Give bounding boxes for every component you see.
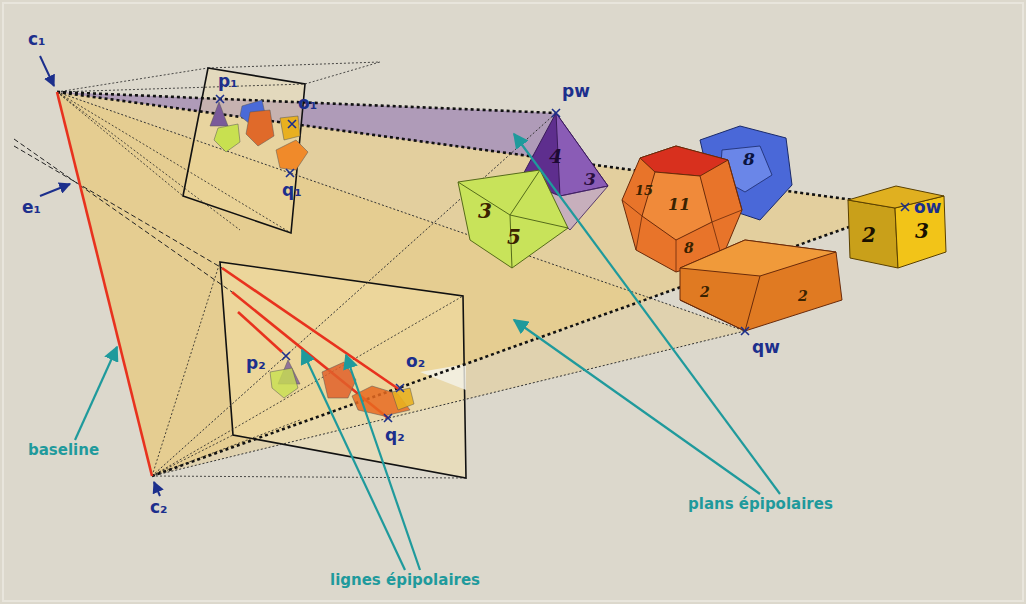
die-number: 3	[915, 220, 929, 243]
point-label: q₁	[282, 181, 302, 201]
annotation-label: baseline	[28, 442, 99, 459]
camera-label: c₂	[150, 498, 168, 518]
die-number: 2	[862, 224, 876, 247]
world-point-label: pw	[562, 82, 590, 102]
epipole-label: e₁	[22, 198, 41, 218]
camera-label: c₁	[28, 30, 46, 50]
point-label: p₁	[218, 72, 238, 92]
point-label: o₁	[298, 94, 317, 114]
die-number: 8	[743, 150, 755, 170]
die-number: 15	[635, 184, 653, 199]
world-point-label: ow	[914, 198, 941, 218]
die-number: 2	[798, 288, 808, 304]
annotation-label: lignes épipolaires	[330, 572, 480, 589]
point-label: p₂	[246, 354, 266, 374]
die-number: 3	[584, 170, 596, 190]
die-number: 5	[507, 226, 521, 249]
die-number: 11	[668, 196, 690, 214]
die-number: 4	[549, 146, 562, 168]
annotation-label: plans épipolaires	[688, 496, 833, 513]
die-number: 2	[700, 284, 710, 300]
die-number: 8	[684, 240, 694, 256]
die-number: 3	[478, 200, 492, 223]
world-point-label: qw	[752, 338, 780, 358]
point-label: q₂	[385, 426, 405, 446]
point-label: o₂	[406, 352, 425, 372]
